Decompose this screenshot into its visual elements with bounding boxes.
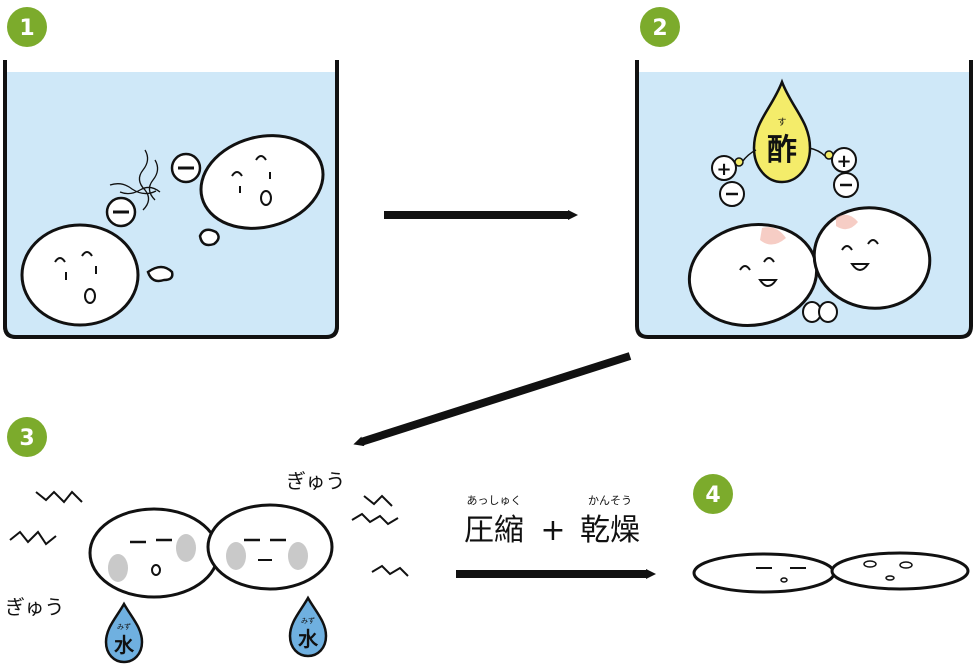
minus-charge [105,196,137,228]
vinegar-drop: す 酢 [752,78,812,184]
dry-label: 乾燥 [580,513,640,548]
step-4-panel: 4 [692,474,970,594]
water-drop-ruby: みず [301,616,315,625]
holding-hands [802,301,838,323]
water-drop-right: みず 水 [288,595,328,658]
step-1-badge [7,7,47,47]
squeeze-sound-top: ぎゅう [286,469,345,493]
step-3-panel: 3 ぎゅう ぎゅう み [5,417,409,664]
compress-label: 圧縮 [464,513,524,548]
particle-happy-left [687,223,819,327]
water-drop-kanji: 水 [114,633,135,657]
squeeze-zigzags [9,490,409,577]
process-label: あっしゅく 圧縮 + かんそう 乾燥 [464,494,640,548]
step-4-number: 4 [705,483,720,508]
plus-charge: + [831,147,857,173]
vinegar-ruby: す [777,117,786,128]
step-2-number: 2 [652,16,667,41]
water-drop-kanji: 水 [298,627,319,651]
step-1-panel: 1 [3,7,339,339]
svg-text:+: + [716,159,731,180]
particle-surprised-left [20,223,174,327]
particle-flat-left [692,552,836,594]
plus-charge: + [711,155,737,181]
particle-surprised-right [198,134,325,247]
repulsion-lines [109,149,161,211]
step-2-badge [640,7,680,47]
vinegar-kanji: 酢 [767,133,797,168]
step-2-panel: 2 す 酢 + + [635,7,973,339]
compress-ruby: あっしゅく [467,494,522,507]
water-drop-ruby: みず [117,622,131,631]
minus-charge [833,172,859,198]
water-drop-left: みず 水 [104,601,144,664]
water-tank-2 [635,60,973,339]
minus-charge [719,181,745,207]
minus-charge [170,152,202,184]
particle-squeezed-left [88,507,220,599]
particle-squeezed-right [206,503,334,591]
particle-flat-right [830,551,970,591]
particle-happy-right [812,206,932,310]
squeeze-sound-left: ぎゅう [5,595,64,619]
step-1-number: 1 [19,16,34,41]
svg-text:+: + [836,151,851,172]
step-3-badge [7,417,47,457]
plus-sign: + [540,513,565,548]
step-3-number: 3 [19,426,34,451]
arrow-step2-to-step3 [353,352,632,447]
step-4-badge [693,474,733,514]
dry-ruby: かんそう [588,494,632,507]
